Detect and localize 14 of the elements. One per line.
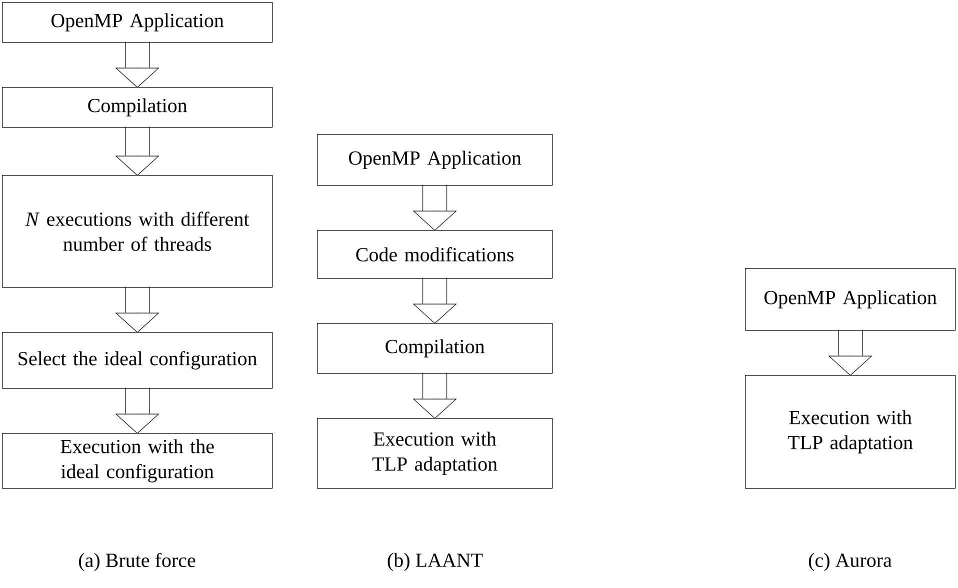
caption: (a) Brute force [79,552,196,572]
process-box: OpenMP Application [317,134,553,186]
process-box: Select the ideal configuration [2,332,273,389]
process-box: OpenMP Application [2,2,273,43]
caption: (b) LAANT [388,552,483,572]
process-box: Execution with the ideal configuration [2,433,273,489]
process-box: Execution with TLP adaptation [745,375,956,489]
process-box: Compilation [317,323,553,374]
process-box: OpenMP Application [745,268,956,331]
process-box: Execution with TLP adaptation [317,418,553,489]
process-box: Compilation [2,87,273,128]
process-box: Code modifications [317,230,553,279]
caption: (c) Aurora [808,552,892,572]
process-box: N executions with different number of threads [2,175,273,288]
